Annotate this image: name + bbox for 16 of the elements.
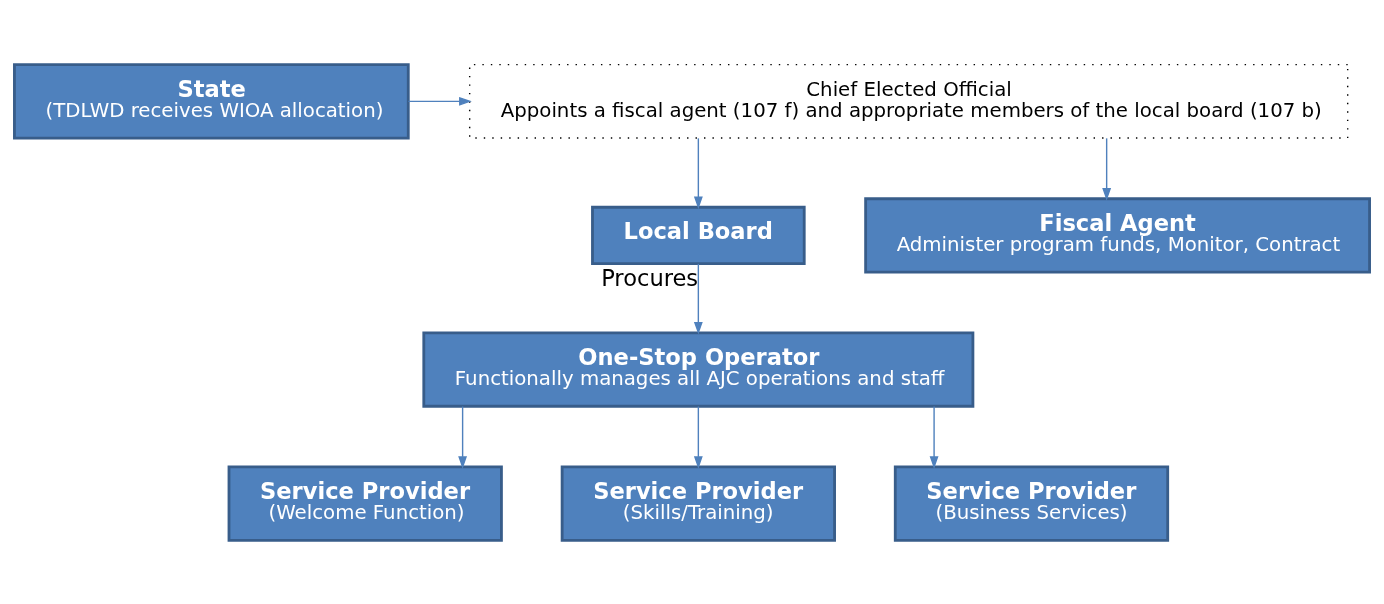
arrow — [1102, 137, 1112, 201]
arrow — [458, 405, 468, 469]
node-box: Service Provider (Skills/Training) — [560, 465, 836, 542]
arrow — [929, 405, 939, 469]
node-box: Chief Elected Official Appoints a fiscal agent (107 f) and appropriate members of the local board (107 b) — [468, 63, 1349, 139]
edge-label: Procures — [601, 264, 699, 291]
arrow — [693, 137, 703, 209]
arrow — [407, 96, 472, 106]
node-box: State (TDLWD receives WIOA allocation) — [13, 62, 410, 139]
node-box: Service Provider (Business Services) — [893, 465, 1170, 542]
arrow — [693, 405, 703, 469]
node-box: Service Provider (Welcome Function) — [227, 465, 503, 542]
node-box: One-Stop Operator Functionally manages all AJC operations and staff — [422, 330, 975, 408]
node-box: Fiscal Agent Administer program funds, Monitor, Contract — [864, 196, 1371, 274]
arrow — [693, 262, 703, 335]
node-box: Local Board — [591, 205, 806, 265]
